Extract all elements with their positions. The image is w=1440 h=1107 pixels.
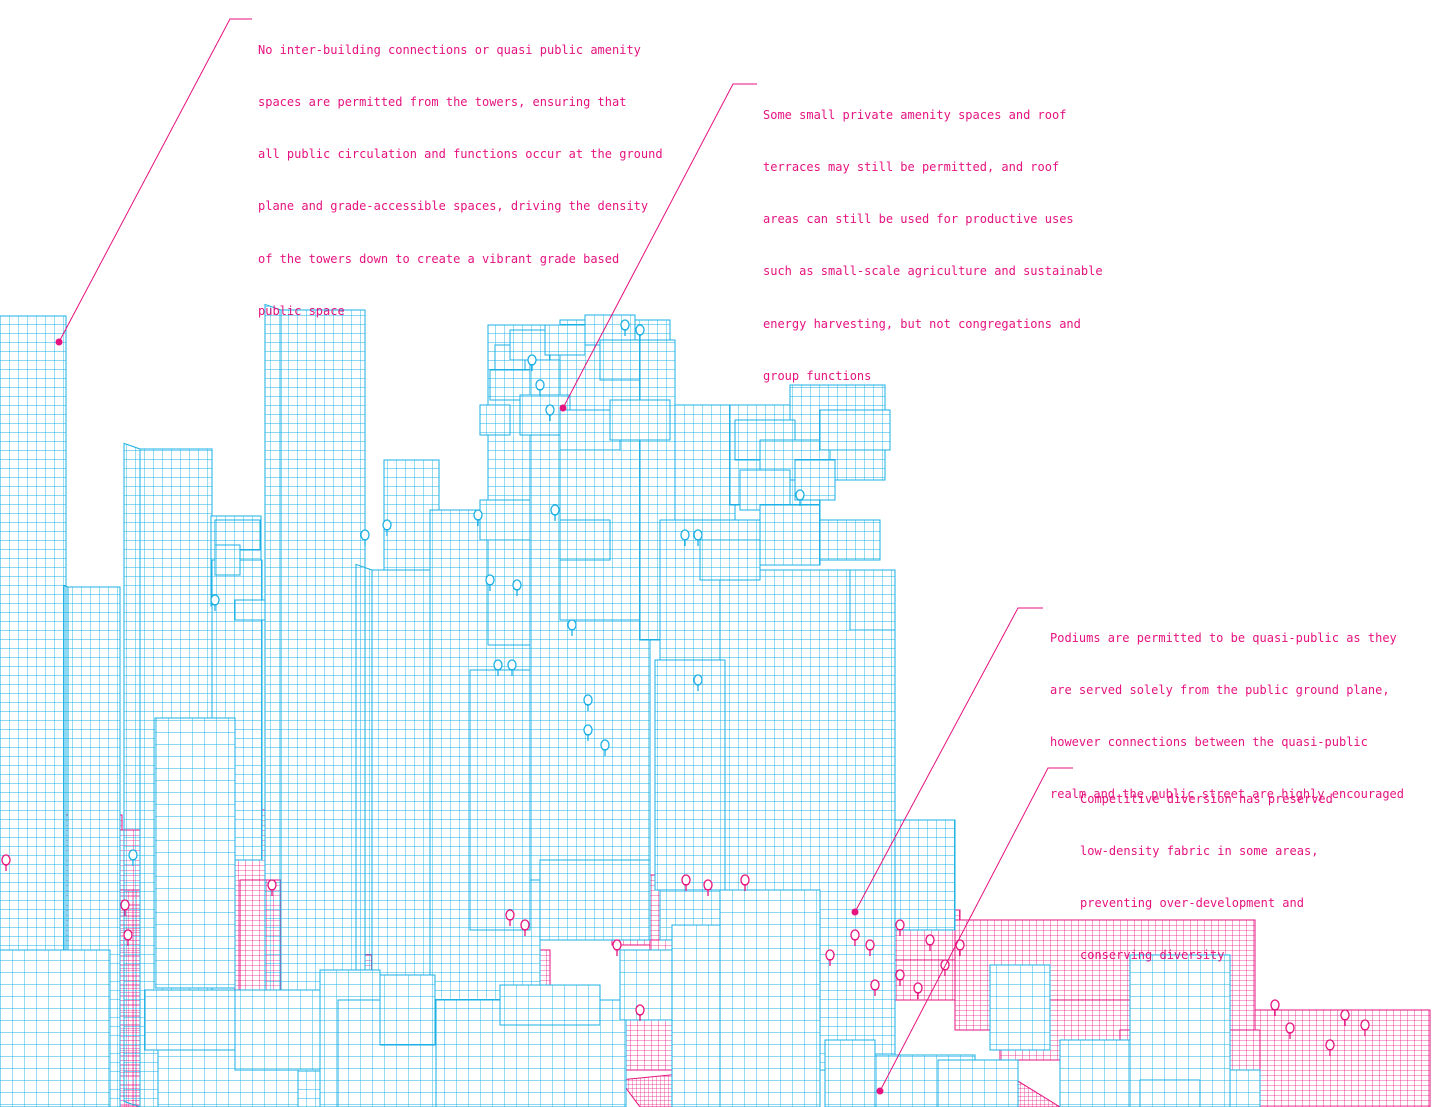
tower-cube xyxy=(700,540,760,580)
foreground-block xyxy=(0,950,110,1107)
tower-cube xyxy=(830,450,885,480)
leader-dot xyxy=(56,339,63,346)
annotation-line: public space xyxy=(258,303,663,320)
foreground-block xyxy=(990,965,1050,1050)
annotation-line: energy harvesting, but not congregations… xyxy=(763,316,1103,333)
annotation-line: low-density fabric in some areas, xyxy=(1080,843,1333,860)
tower-cube xyxy=(480,500,530,540)
annotation-roofs: Some small private amenity spaces and ro… xyxy=(763,72,1103,403)
foreground-block xyxy=(1230,1070,1260,1107)
tower-cube xyxy=(235,600,265,620)
foreground-block xyxy=(720,890,820,1107)
annotation-line: group functions xyxy=(763,368,1103,385)
tower-cube xyxy=(850,570,895,630)
annotation-line: however connections between the quasi-pu… xyxy=(1050,734,1404,751)
foreground-block xyxy=(1140,1080,1200,1107)
tower-cube xyxy=(610,400,670,440)
tower-block xyxy=(895,820,955,930)
foreground-block xyxy=(500,985,600,1025)
annotation-line: plane and grade-accessible spaces, drivi… xyxy=(258,198,663,215)
annotation-line: Some small private amenity spaces and ro… xyxy=(763,107,1103,124)
tower-cube xyxy=(560,520,610,560)
leader-dot xyxy=(560,405,567,412)
annotation-line: Podiums are permitted to be quasi-public… xyxy=(1050,630,1404,647)
tower-cube xyxy=(480,405,510,435)
annotation-line: spaces are permitted from the towers, en… xyxy=(258,94,663,111)
tower-cube xyxy=(740,470,790,510)
foreground-block xyxy=(672,925,722,1107)
foreground-block xyxy=(620,950,680,1020)
annotation-line: areas can still be used for productive u… xyxy=(763,211,1103,228)
tower-cube xyxy=(215,545,240,575)
podium-block xyxy=(1255,1010,1430,1107)
annotation-line: conserving diversity xyxy=(1080,947,1333,964)
tower-cube xyxy=(760,505,820,565)
tower-cube xyxy=(820,410,890,450)
annotation-leader xyxy=(56,19,253,346)
annotation-line: of the towers down to create a vibrant g… xyxy=(258,251,663,268)
tower-cube xyxy=(820,520,880,560)
foreground-block xyxy=(825,1040,875,1107)
annotation-line: are served solely from the public ground… xyxy=(1050,682,1404,699)
foreground-block xyxy=(380,975,435,1045)
tower-block xyxy=(540,860,650,940)
annotation-line: all public circulation and functions occ… xyxy=(258,146,663,163)
foreground-block xyxy=(1060,1040,1140,1107)
foreground-block xyxy=(155,718,235,988)
foreground-block xyxy=(145,990,235,1050)
tower-block xyxy=(470,670,530,930)
annotation-line: such as small-scale agriculture and sust… xyxy=(763,263,1103,280)
annotation-line: preventing over-development and xyxy=(1080,895,1333,912)
tower-block xyxy=(655,660,725,890)
annotation-line: terraces may still be permitted, and roo… xyxy=(763,159,1103,176)
annotation-line: No inter-building connections or quasi p… xyxy=(258,42,663,59)
foreground-block xyxy=(938,1060,1018,1107)
annotation-low-density: Competitive diversion has preserved low-… xyxy=(1080,756,1333,982)
tower-cube xyxy=(600,340,640,380)
annotation-line: Competitive diversion has preserved xyxy=(1080,791,1333,808)
annotation-towers: No inter-building connections or quasi p… xyxy=(258,7,663,338)
leader-dot xyxy=(877,1088,884,1095)
leader-dot xyxy=(852,909,859,916)
